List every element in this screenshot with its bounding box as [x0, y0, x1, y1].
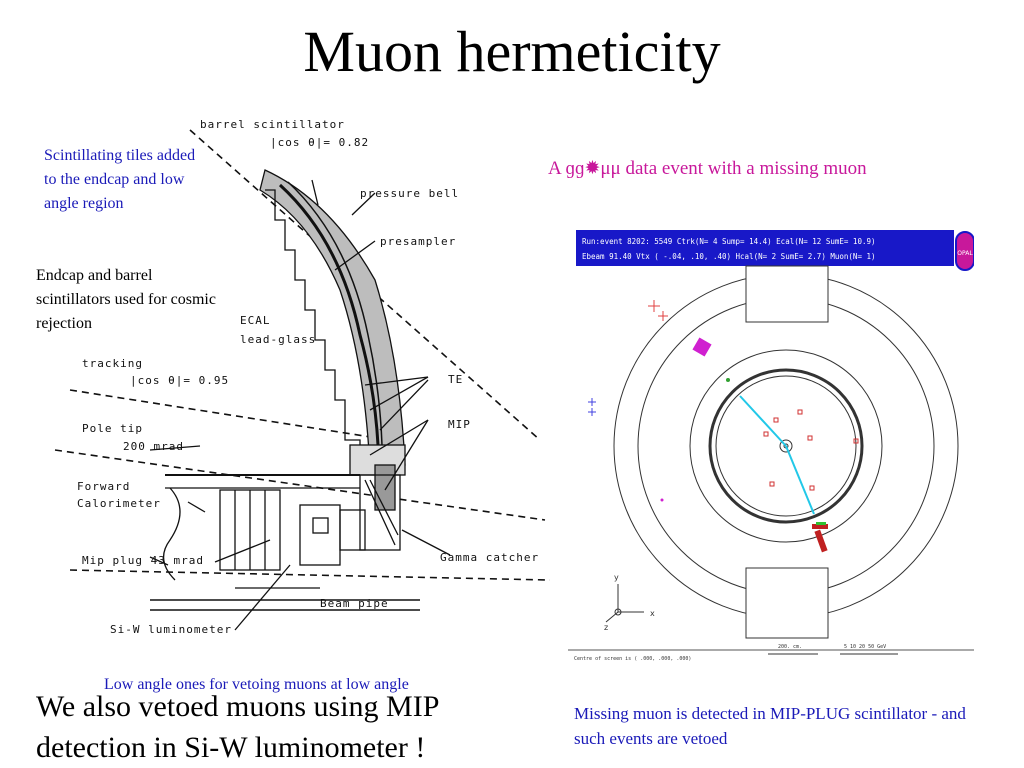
label-calorimeter: Calorimeter: [77, 497, 161, 510]
label-ecal: ECAL: [240, 314, 271, 327]
label-pole-tip: Pole tip: [82, 422, 143, 435]
scintillating-tiles-note: Scintillating tiles added to the endcap …: [44, 147, 196, 212]
label-tracking: tracking: [82, 357, 143, 370]
event-header-line1: Run:event 8202: 5549 Ctrk(N= 4 Sump= 14.…: [582, 237, 876, 246]
missing-muon-note: Missing muon is detected in MIP-PLUG sci…: [574, 704, 966, 748]
event-scale-cm: 200. cm.: [778, 644, 802, 650]
label-forward: Forward: [77, 480, 130, 493]
detector-cross-section-diagram: barrel scintillator |cos θ|= 0.82 pressu…: [54, 118, 551, 636]
opal-logo-text: OPAL: [957, 250, 973, 257]
label-barrel-scintillator: barrel scintillator: [200, 118, 345, 131]
opal-event-display: Run:event 8202: 5549 Ctrk(N= 4 Sump= 14.…: [568, 230, 974, 662]
axis-y-label: y: [614, 573, 619, 582]
event-footer-centre: Centre of screen is ( .000, .000, .000): [574, 656, 691, 662]
label-te: TE: [448, 373, 463, 386]
axis-x-label: x: [650, 609, 655, 618]
low-angle-note: Low angle ones for vetoing muons at low …: [104, 676, 409, 693]
event-scale-gev: 5 10 20 50 GeV: [844, 644, 886, 650]
slide-title: Muon hermeticity: [303, 19, 721, 84]
cosmic-rejection-note: Endcap and barrel scintillators used for…: [36, 267, 216, 332]
opal-logo: OPAL: [955, 231, 974, 271]
event-header-line2: Ebeam 91.40 Vtx ( -.04, .10, .40) Hcal(N…: [582, 252, 876, 261]
event-title: A ɡɡ✹μμ data event with a missing muon: [548, 156, 988, 182]
label-pressure-bell: pressure bell: [360, 187, 459, 200]
event-header-bar: [576, 230, 954, 266]
label-presampler: presampler: [380, 235, 456, 248]
label-lead-glass: lead-glass: [240, 333, 316, 346]
event-title-symbols: ɡɡ✹μμ: [565, 158, 621, 179]
bottom-statement: We also vetoed muons using MIP detection…: [36, 690, 439, 764]
axis-z-label: z: [604, 623, 608, 632]
event-title-prefix: A: [548, 158, 561, 179]
label-si-w-luminometer: Si-W luminometer: [110, 623, 232, 636]
event-title-suffix: data event with a missing muon: [625, 158, 867, 179]
label-cos-theta-082: |cos θ|= 0.82: [270, 136, 369, 149]
label-mip-plug: Mip plug 43 mrad: [82, 554, 204, 567]
label-gamma-catcher: Gamma catcher: [440, 551, 539, 564]
label-mip: MIP: [448, 418, 471, 431]
label-beam-pipe: Beam pipe: [320, 597, 389, 610]
label-cos-theta-095: |cos θ|= 0.95: [130, 374, 229, 387]
label-200-mrad: 200 mrad: [123, 440, 184, 453]
